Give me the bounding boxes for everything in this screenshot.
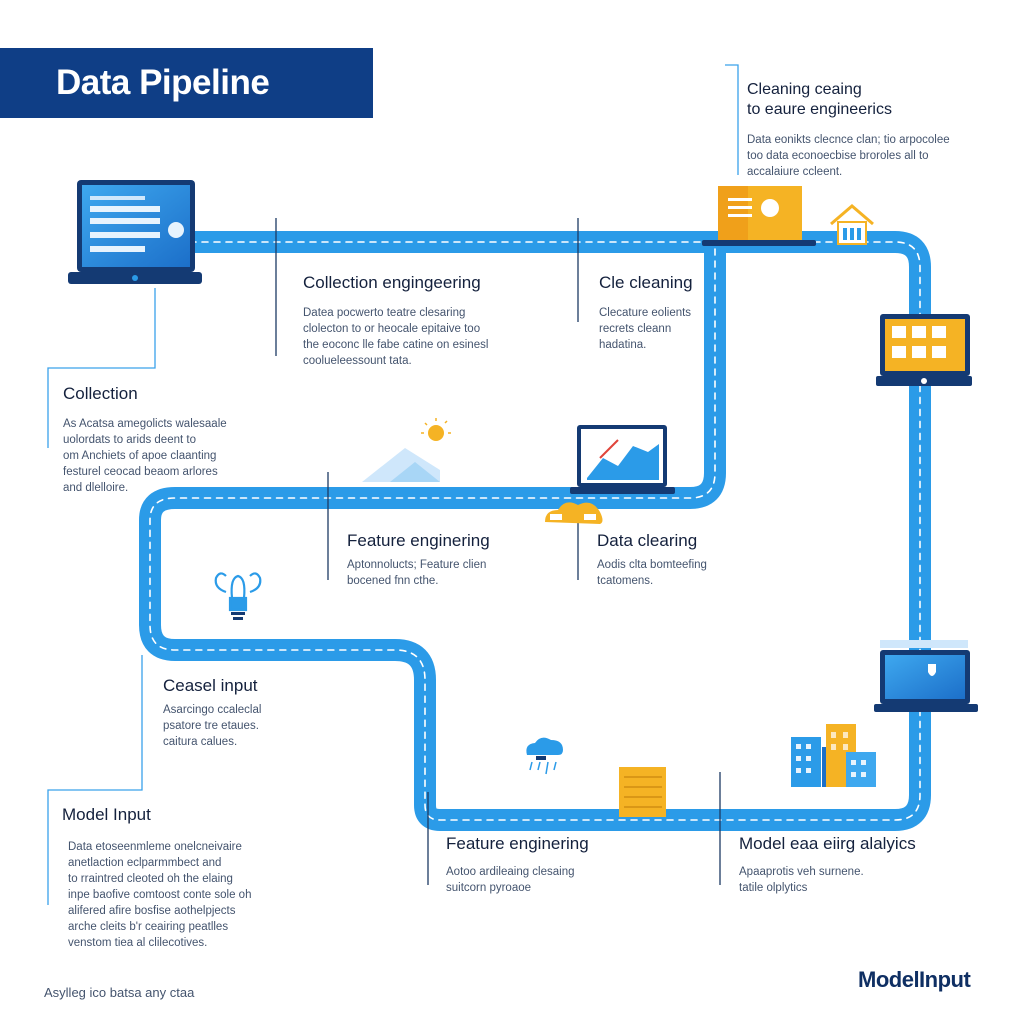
buildings-icon [791,724,876,787]
block-text: Clecature eolients recrets cleann hadati… [599,307,692,351]
block-text: Aodis clta bomteefing tcatomens. [597,559,707,587]
info-block-model-analysis: Model eaa eiirg alalyics Apaaprotis veh … [739,834,916,896]
info-block-collection-engineering: Collection engingeering Datea pocwerto t… [303,273,488,369]
connector-lines [275,218,721,885]
hand-bulb-icon [214,572,262,620]
folder-laptop-icon [702,186,816,246]
tablet-cards-icon [876,314,972,386]
info-block-model-input: Model Input Data etoseenmleme onelcneiva… [62,805,251,951]
server-icon [619,767,666,817]
block-text: As Acatsa amegolicts walesaale uolordats… [63,418,227,494]
block-text: Aptonnolucts; Feature clien bocened fnn … [347,559,487,587]
house-icon [830,204,874,245]
mountain-sun-icon [362,418,451,482]
block-heading: Collection [63,384,138,403]
cloud-folder-icon [545,502,603,524]
block-text: Apaaprotis veh surnene. tatile olplytics [739,866,864,894]
info-block-feature-engineering-bottom: Feature enginering Aotoo ardileaing cles… [446,834,589,896]
info-block-data-clearing: Data clearing Aodis clta bomteefing tcat… [597,531,707,589]
laptop-shield-icon [874,640,978,712]
block-heading: Feature enginering [347,531,490,550]
info-block-ceasel-input: Ceasel input Asarcingo ccaleclal psatore… [163,676,261,750]
footer-logo-text: ModelInput [858,967,971,992]
block-heading: Feature enginering [446,834,589,853]
block-heading: Model Input [62,805,151,824]
rain-cloud-icon [526,737,563,775]
block-heading: Data clearing [597,531,698,550]
block-text: Aotoo ardileaing clesaing suitcorn pyroa… [446,866,575,894]
info-block-collection: Collection As Acatsa amegolicts walesaal… [63,384,227,496]
block-text: Asarcingo ccaleclal psatore tre etaues. … [163,704,262,748]
chart-laptop-icon [570,425,675,494]
block-text: Datea pocwerto teatre clesaring clolecto… [303,307,489,367]
laptop-form-icon [68,180,202,284]
page-title: Data Pipeline [0,48,373,118]
leader-lines [47,64,739,905]
block-heading: Model eaa eiirg alalyics [739,834,916,853]
block-text: Data etoseenmleme onelcneivaire anetlact… [68,841,252,949]
footer-caption: Asylleg ico batsa any ctaa [44,985,195,1000]
info-block-cle-cleaning: Cle cleaning Clecature eolients recrets … [599,273,693,353]
block-heading: Ceasel input [163,676,258,695]
info-block-top-right: Cleaning ceaing to eaure engineerics Dat… [747,80,950,180]
block-heading: Collection engingeering [303,273,481,292]
block-heading: Cleaning ceaing to eaure engineerics [747,81,892,118]
info-block-feature-engineering: Feature enginering Aptonnolucts; Feature… [347,531,490,589]
block-heading: Cle cleaning [599,273,693,292]
block-text: Data eonikts clecnce clan; tio arpocolee… [747,134,950,178]
pipeline-track [139,231,931,831]
